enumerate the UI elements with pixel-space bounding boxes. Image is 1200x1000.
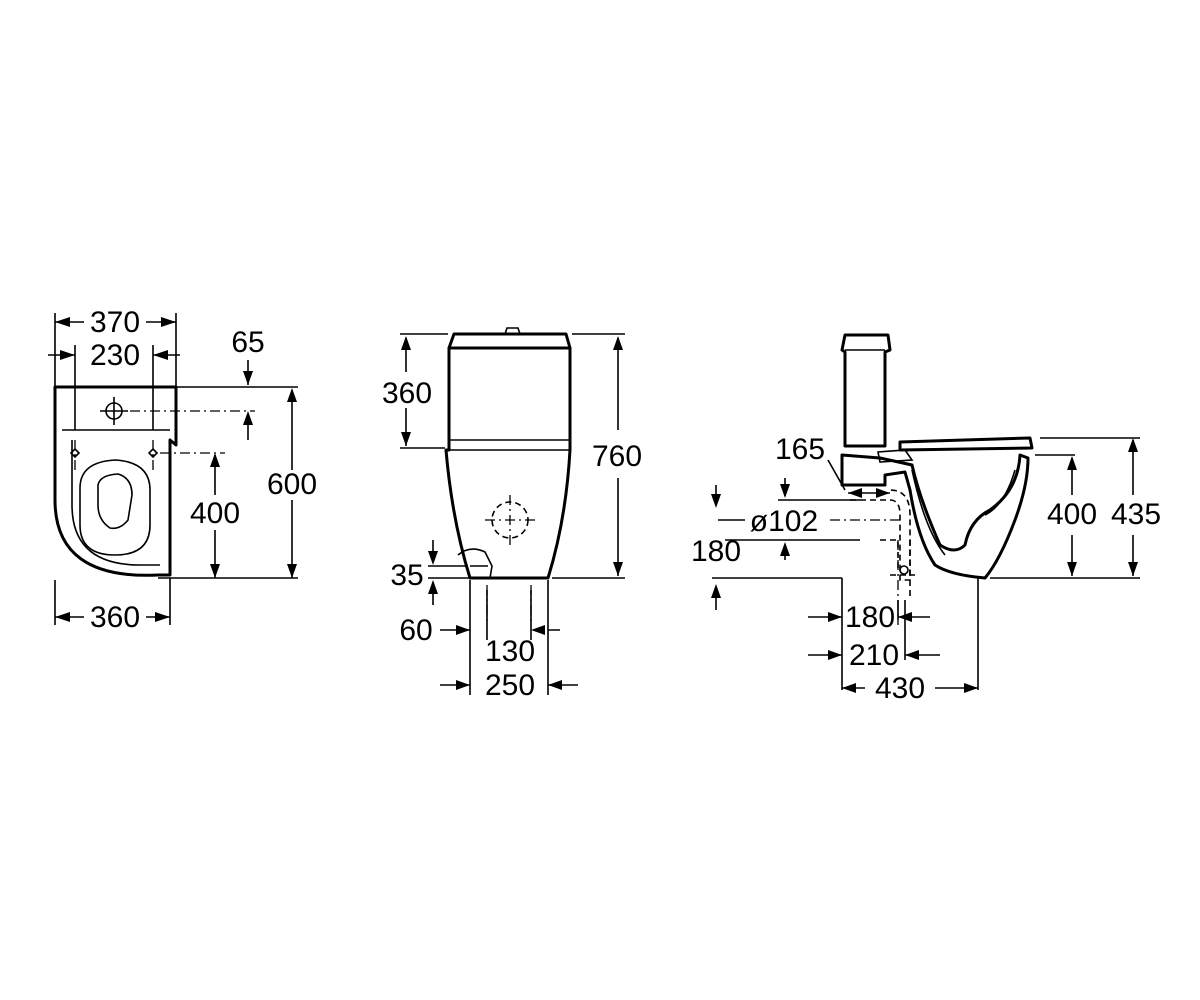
top-view: 370 230 65 600 400 360 [48, 306, 317, 634]
bowl-opening [79, 459, 151, 556]
ext-lines [54, 313, 298, 625]
cistern-lid [447, 332, 572, 350]
bowl-side-outline [840, 453, 1030, 580]
bowl-inner-curve [911, 469, 1016, 556]
dim-35: 35 [390, 559, 423, 592]
dim-diameter-102: ø102 [750, 505, 818, 538]
dim-760: 760 [592, 440, 642, 473]
dim-60: 60 [399, 614, 432, 647]
outlet-center-lines [485, 495, 535, 545]
dim-180-outlet: 180 [691, 535, 741, 568]
dim-400-side: 400 [1047, 498, 1097, 531]
seat-hinge [877, 449, 914, 463]
dim-65: 65 [231, 326, 264, 359]
dim-230: 230 [90, 339, 140, 372]
bowl-rim [71, 440, 160, 566]
side-view: 165 ø102 180 400 435 180 210 430 [691, 333, 1161, 705]
dim-360-bowl: 360 [90, 601, 140, 634]
side-center-lines [830, 519, 900, 625]
flush-button-icon [100, 397, 128, 425]
fixing-marker-right [147, 447, 159, 459]
fixing-lines [486, 585, 532, 625]
side-ext-lines [712, 437, 1140, 690]
front-view: 360 760 35 60 130 250 [382, 327, 642, 702]
dim-250: 250 [485, 669, 535, 702]
dim-360-cistern: 360 [382, 377, 432, 410]
front-dim-lines [405, 338, 619, 686]
front-view-outline [444, 346, 572, 580]
cistern-joint [446, 439, 570, 451]
dim-370: 370 [90, 306, 140, 339]
dim-435: 435 [1111, 498, 1161, 531]
bowl-inner [97, 473, 133, 530]
dim-165: 165 [775, 433, 825, 466]
dim-600: 600 [267, 468, 317, 501]
top-view-outline [53, 385, 178, 577]
floor-outlet-circle [899, 565, 909, 575]
dim-180-floor: 180 [845, 601, 895, 634]
fixing-marker-left [69, 447, 81, 459]
outlet-hidden-pipe [850, 489, 911, 581]
foot-detail [457, 548, 493, 579]
seat-lid [898, 436, 1034, 452]
flush-button-top [504, 327, 521, 335]
dim-400-top: 400 [190, 497, 240, 530]
floor-outlet-hidden [880, 539, 915, 600]
cistern-side [840, 333, 892, 448]
dim-210: 210 [849, 639, 899, 672]
center-lines [74, 410, 255, 470]
dim-130: 130 [485, 635, 535, 668]
dim-430: 430 [875, 672, 925, 705]
